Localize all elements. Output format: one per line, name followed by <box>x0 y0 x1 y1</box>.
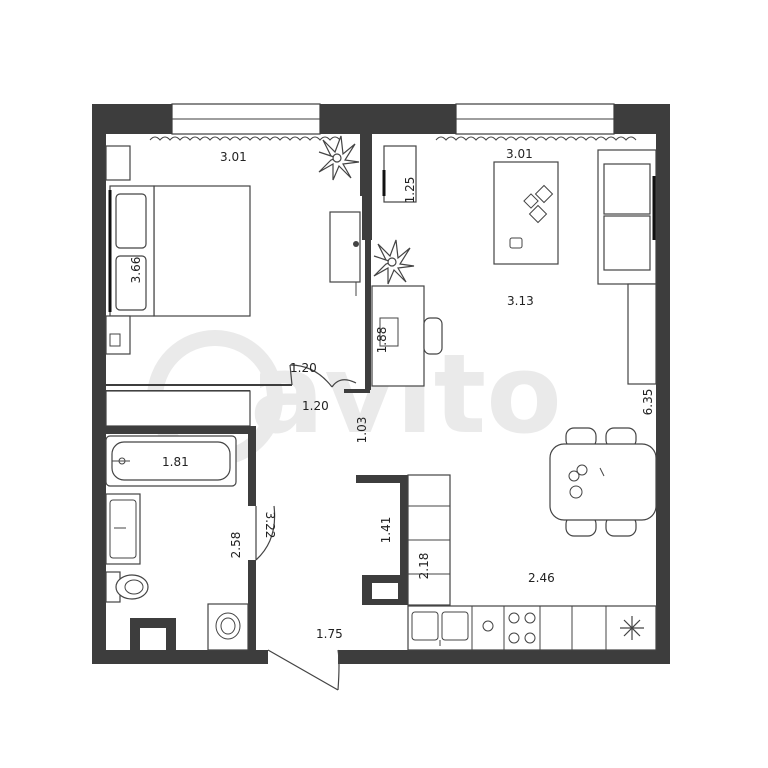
stove-icon <box>482 612 536 644</box>
bathroom-door-label: 3.22 <box>263 512 277 539</box>
nightstand-top <box>105 145 131 181</box>
kitchen-counter <box>407 605 657 651</box>
wardrobe-label: 1.25 <box>403 177 417 204</box>
fridge-snowflake-icon <box>620 616 644 640</box>
rug <box>493 161 559 265</box>
toilet-icon <box>105 571 149 603</box>
bathtub <box>105 435 237 487</box>
coffee-table <box>509 184 554 249</box>
closet-label: 1.41 <box>379 517 393 544</box>
bedroom-width-label: 3.01 <box>220 150 247 164</box>
bedroom-door-label: 1.20 <box>290 361 317 375</box>
bedroom-desk <box>329 211 361 283</box>
cabinet <box>627 283 657 385</box>
interior-walls <box>105 134 408 664</box>
corridor-opening-label: 1.20 <box>302 399 329 413</box>
kitchen-width-label: 2.46 <box>528 571 555 585</box>
doors <box>255 364 357 691</box>
corridor: 1.20 1.20 1.03 1.41 2.18 1.75 <box>290 361 451 641</box>
bed <box>153 185 251 317</box>
bathroom-depth-label: 2.58 <box>229 532 243 559</box>
curtains <box>149 136 637 141</box>
washing-machine <box>207 603 249 651</box>
bathtub-label: 1.81 <box>162 455 189 469</box>
closet-depth-label: 2.18 <box>417 553 431 580</box>
bedroom: 3.01 3.66 <box>105 135 361 355</box>
wardrobe <box>383 145 417 203</box>
dining-table <box>549 427 657 537</box>
desk-label: 1.88 <box>375 327 389 354</box>
bathroom: 1.81 2.58 3.22 <box>105 435 277 651</box>
outer-walls <box>92 104 670 664</box>
sink-icon <box>411 611 469 646</box>
living-width-label: 3.01 <box>506 147 533 161</box>
plant-icon <box>318 135 360 181</box>
corridor-length-label: 1.03 <box>355 417 369 444</box>
laptop-icon <box>379 317 399 347</box>
kitchen-length-label: 6.35 <box>641 389 655 416</box>
living-depth-label: 3.13 <box>507 294 534 308</box>
pillow <box>115 193 147 249</box>
pillow <box>115 255 147 311</box>
chair <box>423 317 443 355</box>
living-room: 1.25 1.88 3.13 3.01 6.35 <box>371 145 657 651</box>
hall-width-label: 1.75 <box>316 627 343 641</box>
plant-icon <box>373 239 415 285</box>
windows <box>171 103 615 135</box>
washbasin <box>105 493 141 565</box>
bedroom-depth-label: 3.66 <box>129 257 143 284</box>
sofa <box>597 149 657 285</box>
